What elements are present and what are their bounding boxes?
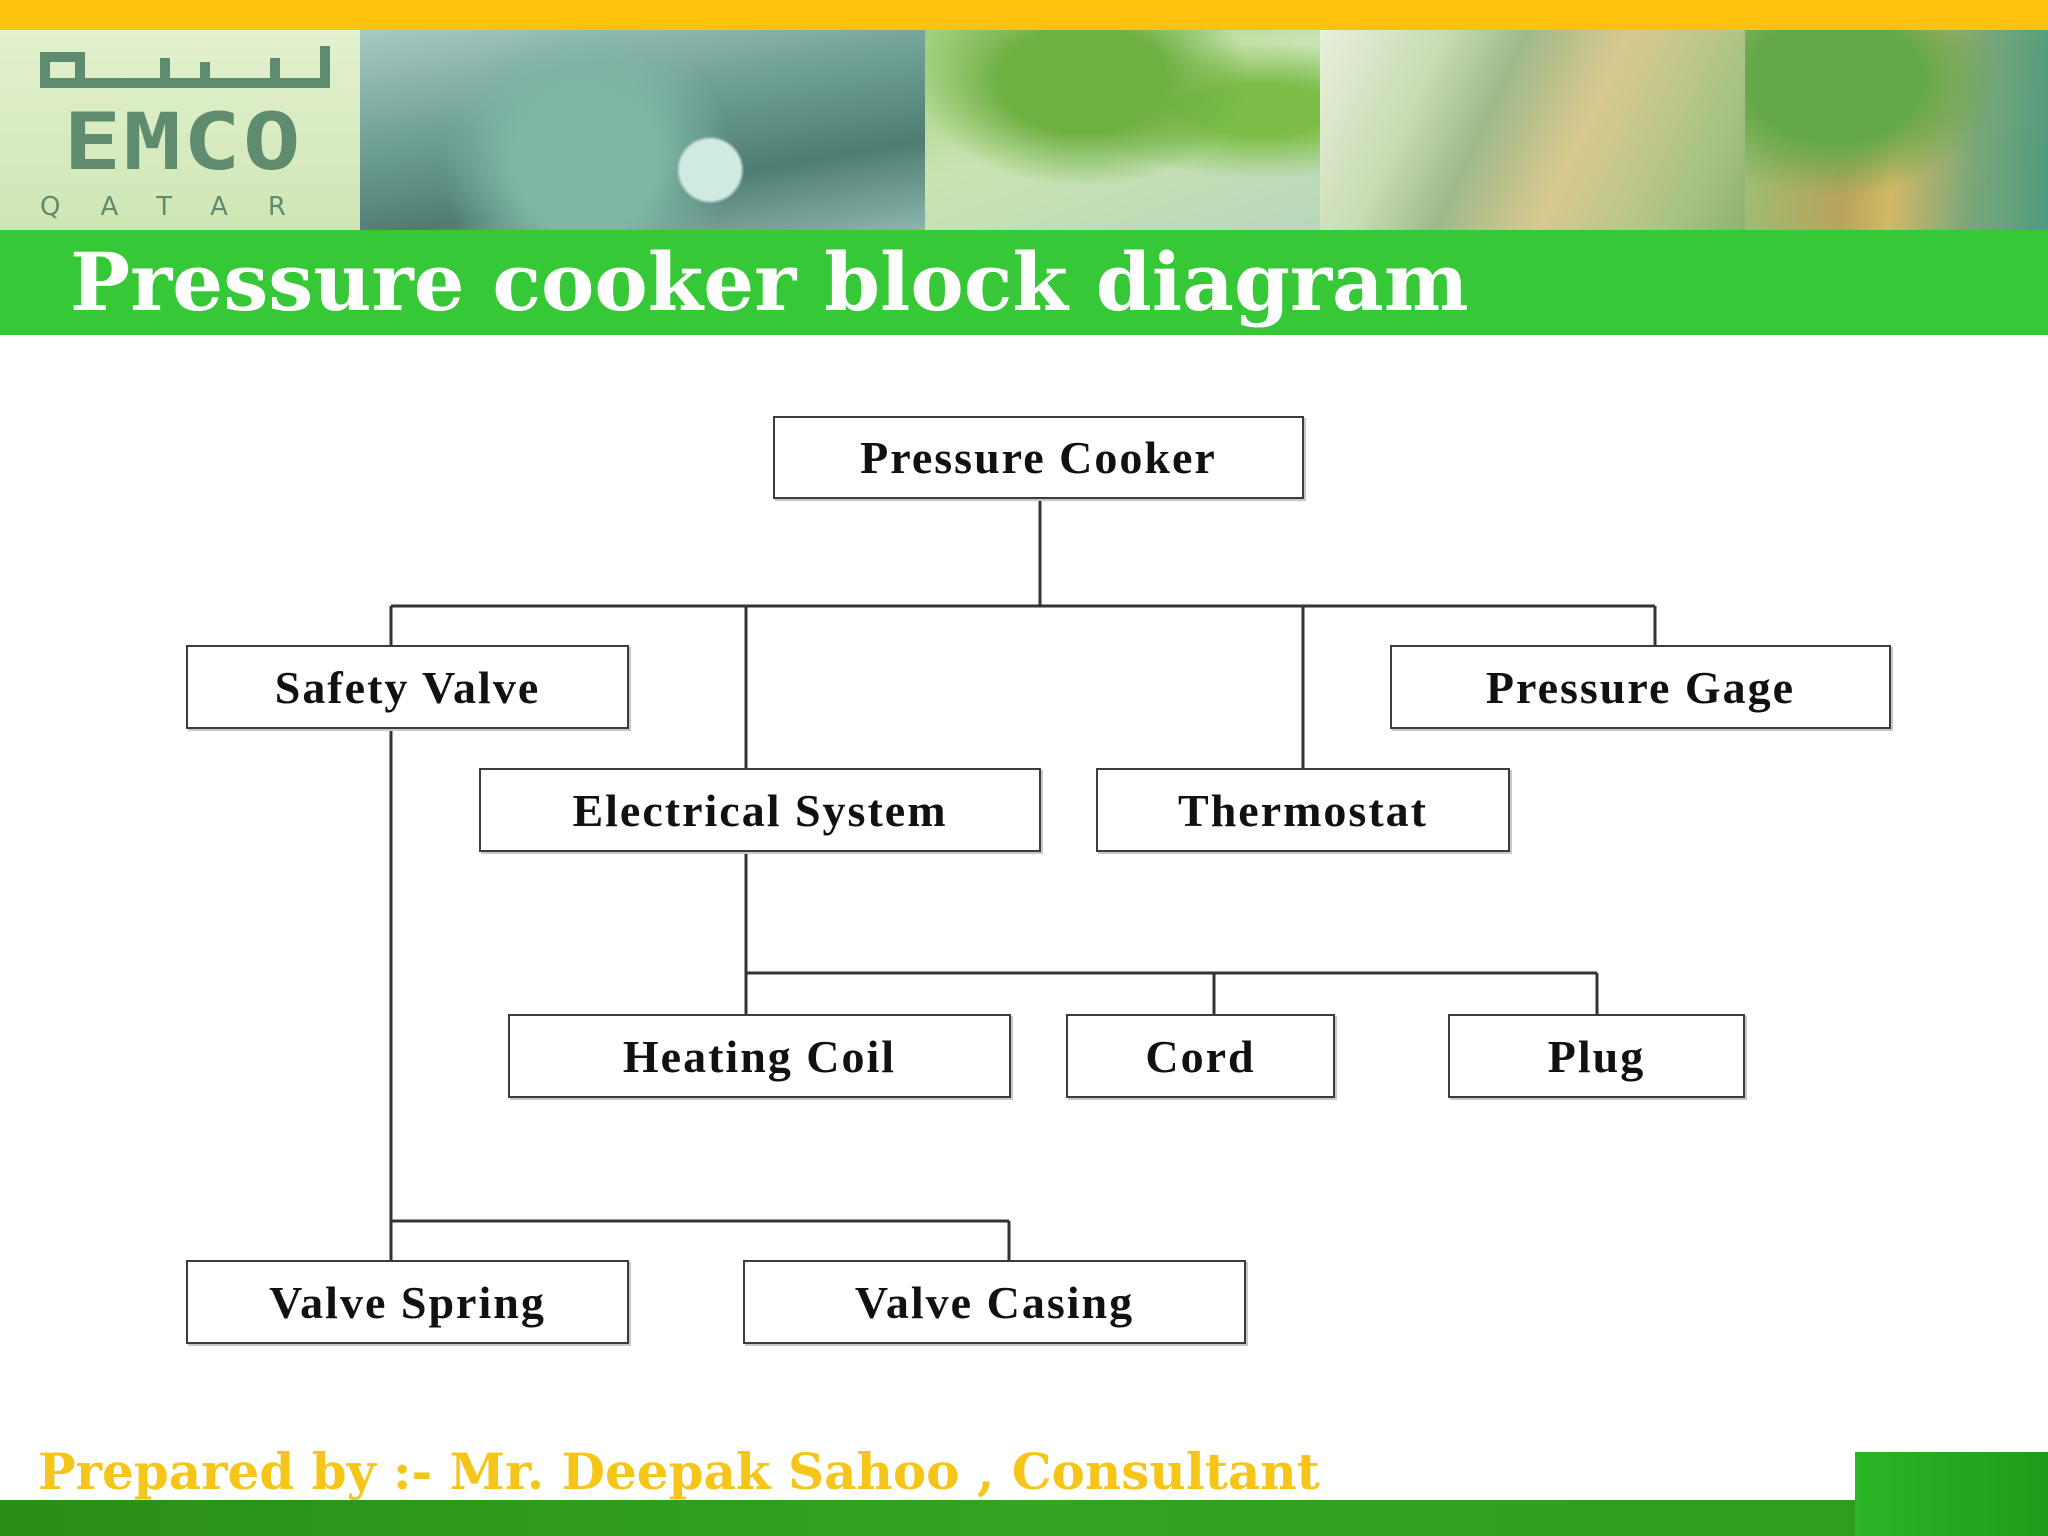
footer-bar [0, 1500, 2048, 1536]
footer-corner-block [1855, 1452, 2048, 1536]
banner-photo-trees [925, 30, 1320, 230]
node-pressure-gage: Pressure Gage [1390, 645, 1891, 729]
node-safety-valve: Safety Valve [186, 645, 629, 729]
banner-photo-water-tap [360, 30, 925, 230]
footer-credit: Prepared by :- Mr. Deepak Sahoo , Consul… [38, 1442, 1320, 1501]
node-label: Safety Valve [274, 661, 541, 713]
title-bar: Pressure cooker block diagram [0, 230, 2048, 335]
node-valve-spring: Valve Spring [186, 1260, 629, 1344]
node-cord: Cord [1066, 1014, 1335, 1098]
node-label: Valve Casing [854, 1276, 1135, 1328]
page-title: Pressure cooker block diagram [70, 235, 1469, 329]
node-pressure-cooker: Pressure Cooker [773, 416, 1304, 499]
node-plug: Plug [1448, 1014, 1745, 1098]
node-label: Thermostat [1178, 784, 1428, 836]
node-label: Pressure Gage [1485, 661, 1796, 713]
node-heating-coil: Heating Coil [508, 1014, 1011, 1098]
node-electrical-system: Electrical System [479, 768, 1041, 852]
logo-wordmark: EMCO [63, 96, 303, 188]
header-banner: EMCO QATAR [0, 30, 2048, 230]
arabic-logotype-icon [40, 46, 330, 88]
top-accent-strip [0, 0, 2048, 30]
node-label: Heating Coil [622, 1030, 897, 1082]
banner-photo-brush [1320, 30, 1745, 230]
emco-logo: EMCO QATAR [0, 30, 360, 230]
banner-photo-tree-building [1745, 30, 2048, 230]
node-valve-casing: Valve Casing [743, 1260, 1246, 1344]
node-label: Electrical System [572, 784, 948, 836]
node-label: Plug [1547, 1030, 1646, 1082]
node-label: Pressure Cooker [860, 432, 1217, 483]
node-label: Cord [1145, 1030, 1256, 1082]
node-label: Valve Spring [269, 1276, 546, 1328]
node-thermostat: Thermostat [1096, 768, 1510, 852]
logo-subtitle: QATAR [40, 192, 326, 222]
